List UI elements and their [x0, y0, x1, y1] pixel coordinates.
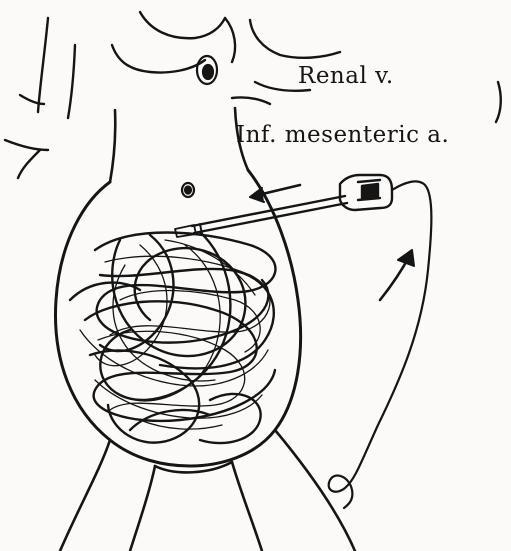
- needle-catheter: [175, 196, 347, 237]
- ima-ostium: [182, 183, 194, 197]
- left-iliac-inner: [130, 466, 155, 551]
- renal-vein-label: Renal v.: [298, 63, 394, 89]
- iliac-vessels: [60, 430, 355, 551]
- renal-vein-upper-edge: [140, 12, 225, 38]
- upper-vessels: [5, 12, 501, 178]
- coiled-wire-mass-fine: [80, 240, 270, 429]
- aorta-left-wall: [110, 110, 115, 182]
- aorta-upper-walls: [110, 108, 248, 182]
- direction-arrow-up: [380, 250, 414, 300]
- inferior-mesenteric-artery-label: Inf. mesenteric a.: [236, 122, 449, 148]
- right-iliac-inner: [232, 462, 262, 551]
- coiled-wire-mass: [70, 232, 275, 443]
- direction-arrow-left: [250, 185, 300, 202]
- renal-vein-right-upper: [250, 20, 340, 58]
- renal-vein-lower-edge: [112, 45, 205, 73]
- trailing-wire: [329, 181, 432, 508]
- left-upper-vessel-line: [38, 18, 48, 112]
- needle-hub: [340, 175, 392, 210]
- renal-vein-stump: [197, 56, 217, 84]
- left-iliac-outer: [60, 440, 110, 551]
